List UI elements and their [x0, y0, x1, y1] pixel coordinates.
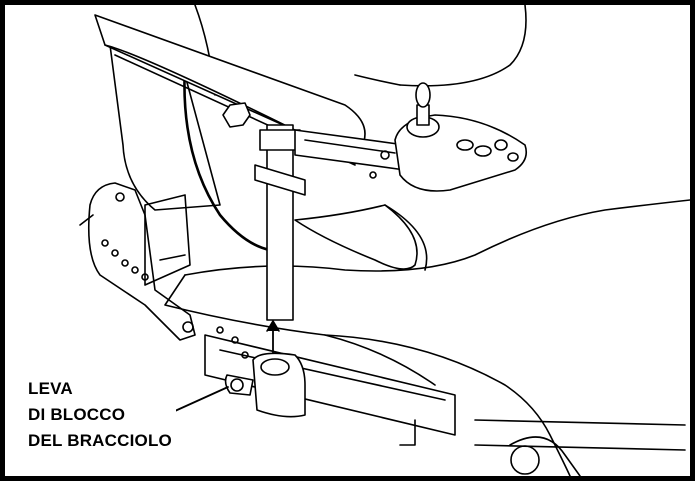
side-frame [144, 194, 686, 476]
joystick-bracket [294, 129, 406, 179]
wheelchair-armrest-illustration [79, 5, 690, 476]
knob-icon [222, 102, 251, 128]
joystick-controller [394, 82, 528, 192]
callout-line-1: LEVA [28, 379, 73, 398]
joystick-handle-icon [415, 82, 431, 108]
armrest-post [222, 102, 306, 321]
armrest-lock-lever-label: LEVA DI BLOCCO DEL BRACCIOLO [28, 376, 176, 454]
callout-line-2: DI BLOCCO [28, 405, 126, 424]
callout-line-3: DEL BRACCIOLO [28, 431, 172, 450]
armrest-lock-lever [224, 352, 306, 418]
cable [183, 63, 272, 252]
seat-cushion [164, 199, 690, 476]
mounting-bracket [79, 182, 196, 341]
